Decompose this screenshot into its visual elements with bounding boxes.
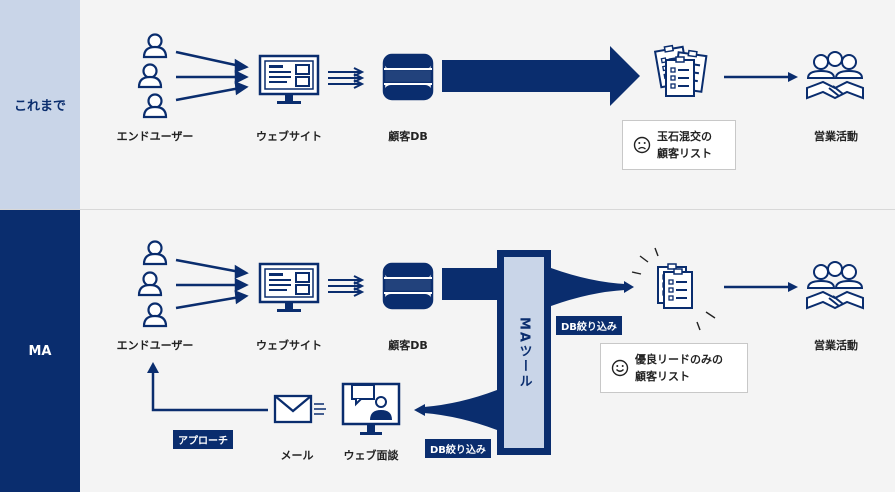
sales-icon-bottom	[806, 261, 864, 309]
sad-face-icon	[633, 136, 651, 154]
database-icon-top	[382, 53, 434, 101]
approach-arrowhead	[147, 362, 159, 373]
smile-face-icon	[611, 359, 629, 377]
band-to-ma-tool	[442, 268, 498, 300]
row-label-current: これまで	[0, 0, 80, 209]
label-website-top: ウェブサイト	[256, 130, 322, 143]
tag-db-filter-left: DB絞り込み	[425, 439, 491, 458]
arrow-to-sales-top	[724, 72, 798, 82]
mail-icon	[273, 394, 326, 424]
label-web-meeting: ウェブ面談	[343, 449, 399, 462]
sales-icon-top	[806, 51, 864, 99]
funnel-right	[551, 268, 634, 306]
funnel-left	[414, 390, 497, 430]
callout-mixed-list: 玉石混交の 顧客リスト	[622, 120, 736, 170]
callout-quality-line2: 顧客リスト	[635, 370, 690, 383]
label-customer-db-top: 顧客DB	[388, 130, 428, 143]
chevrons-bottom	[328, 275, 365, 297]
callout-quality-list: 優良リードのみの 顧客リスト	[600, 343, 748, 393]
row-label-ma: MA	[0, 210, 80, 492]
end-user-icon-bottom	[137, 240, 168, 328]
tag-approach: アプローチ	[173, 430, 233, 449]
callout-mixed-line1: 玉石混交の	[657, 130, 712, 143]
customer-list-icon-top	[653, 42, 708, 97]
website-icon-top	[258, 54, 320, 106]
label-sales-bottom: 営業活動	[814, 339, 858, 352]
user-to-website-arrows-bottom	[175, 258, 249, 310]
end-user-icon-top	[137, 33, 168, 119]
label-website-bottom: ウェブサイト	[256, 339, 322, 352]
big-arrow-top	[442, 46, 640, 106]
user-to-website-arrows-top	[175, 50, 249, 102]
chevrons-top	[328, 67, 365, 89]
label-email: メール	[280, 449, 314, 462]
callout-quality-line1: 優良リードのみの	[635, 353, 723, 366]
quality-list-icon	[631, 247, 716, 331]
website-icon-bottom	[258, 262, 320, 314]
label-end-user-bottom: エンドユーザー	[116, 339, 194, 352]
label-customer-db-bottom: 顧客DB	[388, 339, 428, 352]
label-end-user-top: エンドユーザー	[116, 130, 194, 143]
approach-arrow	[151, 370, 268, 412]
ma-tool-block: MAツール	[497, 250, 551, 455]
web-meeting-icon	[341, 382, 401, 435]
ma-tool-label: MAツール	[516, 316, 532, 389]
label-sales-top: 営業活動	[814, 130, 858, 143]
tag-db-filter-right: DB絞り込み	[556, 316, 622, 335]
database-icon-bottom	[382, 262, 434, 310]
arrow-to-sales-bottom	[724, 282, 798, 292]
callout-mixed-line2: 顧客リスト	[657, 147, 712, 160]
